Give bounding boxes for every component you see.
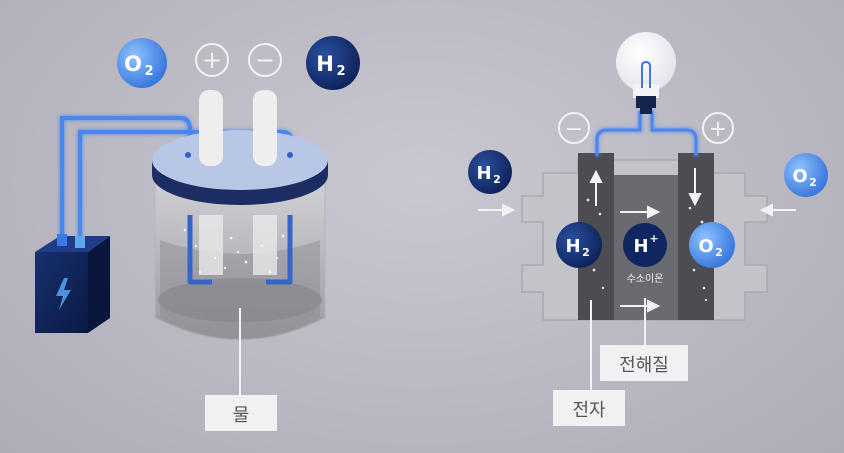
h2-label-electrolysis: H [316, 52, 334, 76]
o2-label-electrolysis: O [124, 52, 142, 76]
cathode-plate [266, 215, 293, 285]
o2-subscript-electrolysis: 2 [144, 64, 153, 79]
hydrogen-ion: H + [623, 223, 667, 267]
battery-terminal-positive [75, 236, 85, 248]
o2-molecule-electrolysis: O 2 [117, 38, 167, 88]
water-label: 물 [205, 395, 277, 431]
electrolyte-label: 전해질 [600, 345, 688, 381]
plus-text-fuel-cell: + [709, 117, 727, 142]
water-tank [152, 90, 328, 341]
h2-subscript-electrolysis: 2 [336, 64, 345, 79]
o2-inner-subscript: 2 [715, 246, 723, 259]
electrolysis-apparatus: O 2 + − H 2 [35, 36, 360, 397]
minus-symbol-electrolysis: − [248, 43, 282, 77]
o2-inner-label: O [698, 236, 713, 257]
h-ion-superscript: + [649, 232, 658, 245]
battery-terminal-negative [57, 234, 67, 246]
electron-label: 전자 [553, 390, 625, 426]
h2-outer-subscript: 2 [493, 173, 501, 186]
h2-molecule-fuel-input: H 2 [468, 150, 512, 194]
light-bulb-icon [616, 32, 676, 114]
h2-molecule-anode: H 2 [556, 222, 602, 268]
plus-text-electrolysis: + [202, 46, 222, 74]
anode-plate [187, 215, 212, 285]
o2-outer-subscript: 2 [809, 176, 817, 189]
plus-symbol-electrolysis: + [195, 43, 229, 77]
lid-port-left [185, 152, 191, 158]
fuel-cell-wires [595, 110, 698, 157]
h2-inner-label: H [565, 236, 580, 257]
lid-port-right [287, 152, 293, 158]
battery [35, 234, 110, 333]
lightning-icon [56, 278, 71, 310]
electrode-anode [199, 90, 223, 166]
h2-outer-label: H [476, 163, 491, 184]
gas-bubbles [183, 228, 285, 274]
o2-molecule-air-input: O 2 [784, 153, 828, 197]
o2-outer-label: O [792, 166, 807, 187]
h2-inner-subscript: 2 [582, 246, 590, 259]
fuel-cell-apparatus: − + H 2 O 2 H 2 H + 수소이온 [468, 32, 828, 392]
hydrogen-ion-caption: 수소이온 [627, 273, 664, 285]
h-ion-label: H [633, 236, 648, 257]
minus-text-fuel-cell: − [565, 117, 583, 142]
minus-symbol-fuel-cell: − [558, 112, 590, 144]
o2-molecule-cathode: O 2 [689, 222, 735, 268]
minus-text-electrolysis: − [255, 46, 275, 74]
plus-symbol-fuel-cell: + [702, 112, 734, 144]
fuel-cell-arrows [478, 168, 796, 313]
h2-molecule-electrolysis: H 2 [306, 36, 360, 90]
electrode-cathode [253, 90, 277, 166]
fuel-cell-particles [582, 198, 708, 302]
